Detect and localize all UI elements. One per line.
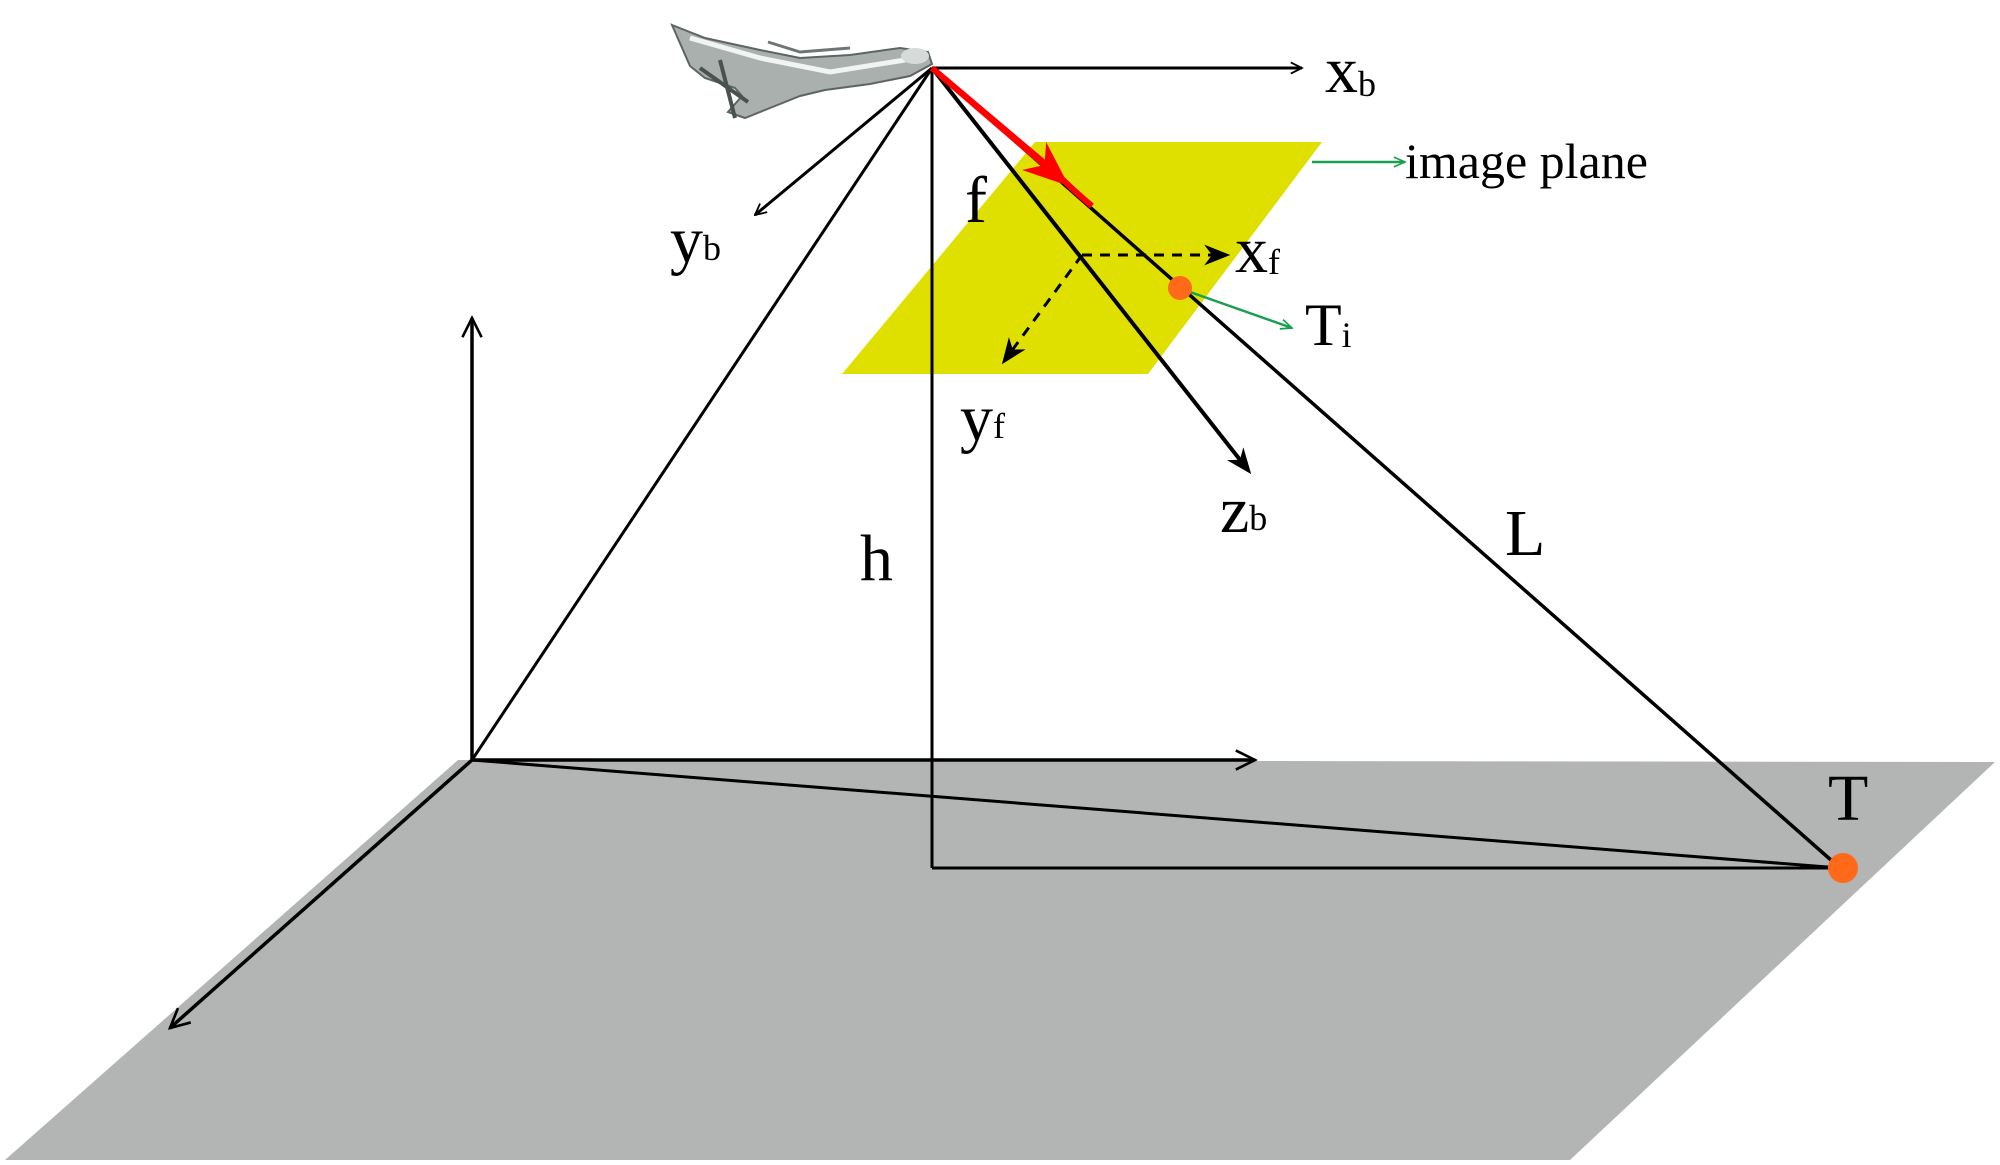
yf-label: yf (960, 382, 1005, 455)
world-axes (170, 318, 1255, 1028)
world-y-axis (170, 758, 474, 1028)
uav-drone-icon (670, 23, 934, 120)
uav-to-origin-line (470, 67, 934, 761)
ti-label: Ti (1305, 292, 1352, 358)
yb-label: yb (670, 204, 721, 277)
body-z-axis (930, 66, 1252, 475)
zb-label: zb (1220, 474, 1267, 547)
focal-length-arrowhead (938, 72, 1069, 187)
image-plane-label: image plane (1405, 133, 1648, 189)
image-plane-axes (1001, 244, 1231, 365)
focal-length-label: f (965, 164, 987, 237)
height-label: h (860, 522, 893, 595)
image-target-point (1168, 276, 1192, 300)
geometry-lines (470, 66, 1842, 870)
body-y-axis (755, 66, 933, 215)
image-y-axis (1001, 254, 1084, 365)
origin-to-target-line (471, 758, 1841, 870)
body-axes (755, 66, 1302, 475)
ground-plane (5, 760, 1995, 1160)
xf-label: xf (1235, 214, 1280, 287)
ground-target-label: T (1828, 762, 1868, 835)
ground-target-point (1828, 853, 1858, 883)
xb-label: xb (1325, 34, 1376, 107)
ti-callout-arrow (1189, 290, 1292, 328)
los-length-label: L (1505, 497, 1545, 570)
